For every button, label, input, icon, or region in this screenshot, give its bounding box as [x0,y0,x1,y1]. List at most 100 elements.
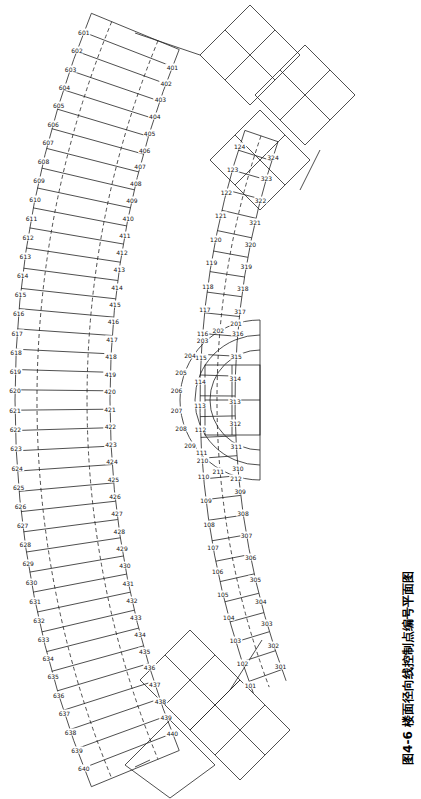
control-point-number: 302 [267,641,280,648]
control-point-number: 124 [233,143,246,150]
corner-building [125,630,290,798]
radial-line [52,646,144,671]
control-point-number: 322 [254,197,267,204]
control-point-number: 119 [205,259,218,266]
radial-line [84,32,173,66]
corner-building [135,5,355,210]
radial-line [16,349,111,354]
control-point-number: 411 [118,231,131,238]
control-point-number: 633 [37,636,50,643]
control-point-number: 123 [226,166,239,173]
control-point-number: 432 [125,596,138,603]
control-point-number: 307 [240,532,253,539]
control-point-number: 303 [260,619,273,626]
control-point-number: 114 [193,377,206,384]
radial-line [42,168,135,190]
control-point-number: 612 [21,233,34,240]
control-point-number: 426 [108,493,121,500]
control-point-number: 416 [107,318,120,325]
radial-line [91,13,179,49]
control-point-number: 116 [196,330,209,337]
control-point-number: 118 [201,282,214,289]
semicircle-hall [180,320,260,480]
control-point-number: 211 [212,467,225,474]
radial-line [52,129,144,154]
control-point-number: 422 [104,423,117,430]
control-point-number: 210 [196,456,209,463]
control-point-number: 318 [236,285,249,292]
control-point-number: 438 [154,697,167,704]
radial-line [15,390,110,391]
control-point-number: 616 [12,310,25,317]
control-point-number: 106 [211,567,224,574]
radial-line [58,664,149,691]
control-point-number: 627 [16,522,29,529]
control-point-number: 311 [230,442,243,449]
control-point-number: 305 [249,576,262,583]
control-point-number: 420 [103,388,116,395]
control-point-number: 408 [129,180,142,187]
radial-line [47,628,139,652]
control-point-number: 308 [236,509,249,516]
radial-line [249,670,282,682]
control-point-number: 440 [166,730,179,737]
control-point-number: 104 [222,614,235,621]
control-point-number: 414 [110,283,123,290]
radial-line [16,428,111,431]
radial-line [42,610,135,632]
radial-line [64,90,154,119]
radial-line [64,681,154,710]
radial-line [70,699,160,730]
control-point-number: 112 [194,425,207,432]
control-point-number: 108 [202,520,215,527]
control-point-number: 109 [199,497,212,504]
control-point-number: 613 [19,252,32,259]
control-point-number: 312 [229,420,242,427]
control-point-number: 204 [183,351,196,358]
control-point-number: 635 [46,673,59,680]
radial-line [18,465,113,472]
radial-line [19,309,114,318]
radial-line [18,329,113,336]
control-point-number: 304 [254,598,267,605]
control-point-number: 206 [170,387,183,394]
control-point-number: 602 [70,47,83,54]
control-point-number: 319 [240,263,253,270]
radial-line [245,130,278,141]
control-point-number: 313 [228,397,241,404]
control-point-number: 606 [46,120,59,127]
control-point-number: 321 [248,219,261,226]
control-point-number: 618 [9,348,22,355]
radial-line [207,292,242,297]
control-point-number: 320 [244,241,257,248]
control-point-number: 120 [209,235,222,242]
control-point-number: 433 [129,613,142,620]
control-point-number: 102 [236,659,249,666]
control-point-number: 626 [14,502,27,509]
control-point-number: 207 [170,406,183,413]
control-point-number: 110 [197,473,210,480]
control-point-number: 413 [113,266,126,273]
control-point-number: 403 [154,96,167,103]
radial-line [217,231,251,238]
radial-line [33,208,126,226]
control-point-number: 429 [115,545,128,552]
radial-line [24,520,118,532]
control-point-number: 640 [77,764,90,771]
control-point-number: 419 [104,370,117,377]
control-point-number: 407 [133,163,146,170]
radial-line [30,228,124,244]
control-point-number: 212 [229,474,242,481]
control-point-number: 315 [229,352,242,359]
control-point-number: 111 [195,449,208,456]
control-point-number: 418 [104,353,117,360]
control-point-number: 615 [14,291,27,298]
control-point-number: 620 [8,387,21,394]
control-point-number: 421 [103,405,116,412]
control-point-number: 608 [37,158,50,165]
control-point-number: 410 [121,214,134,221]
control-point-number: 434 [133,630,146,637]
control-point-number: 431 [121,579,134,586]
control-point-number: 622 [9,425,22,432]
radial-line [77,51,166,84]
